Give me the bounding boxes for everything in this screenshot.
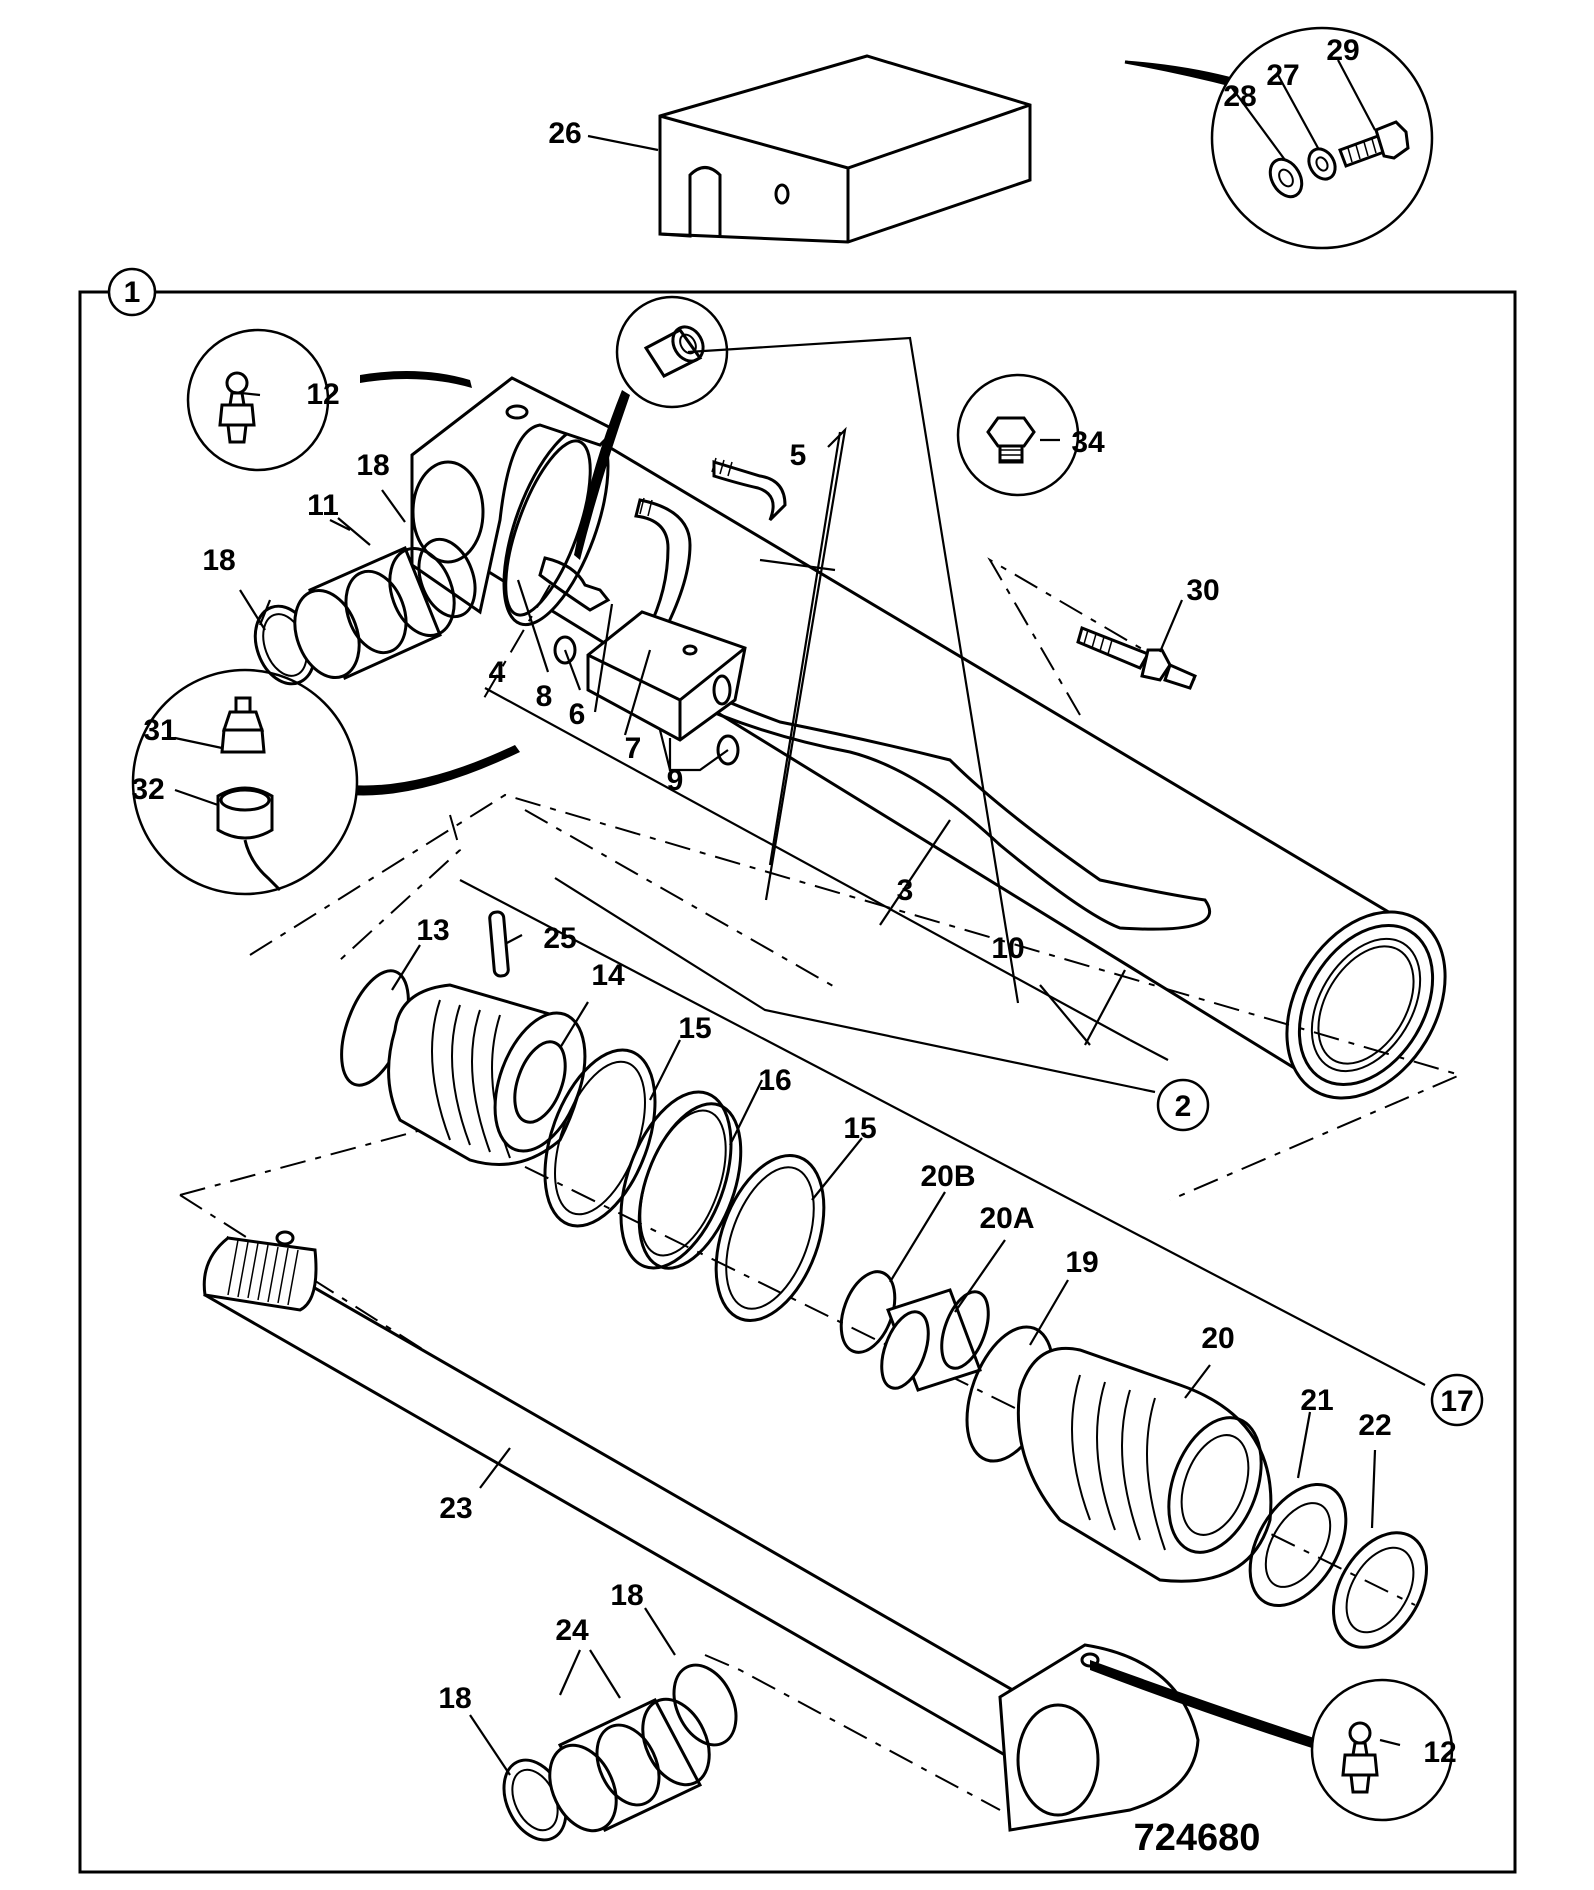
label-29: 29 <box>1326 34 1359 67</box>
label-11: 11 <box>307 489 339 522</box>
bushing-parts-18-24-rod <box>502 1663 738 1842</box>
label-30: 30 <box>1186 574 1219 607</box>
label-5: 5 <box>790 439 807 472</box>
label-24: 24 <box>555 1614 589 1647</box>
callout-circle-2 <box>1156 1078 1210 1132</box>
gland-assembly-parts <box>839 1270 1428 1649</box>
label-20A: 20A <box>979 1202 1034 1235</box>
valve-part-30 <box>1076 625 1197 690</box>
guard-cover-part <box>658 54 1032 244</box>
label-16: 16 <box>758 1064 791 1097</box>
label-9: 9 <box>667 764 684 797</box>
label-4: 4 <box>489 656 506 689</box>
plug-callout-34 <box>956 373 1080 497</box>
label-20: 20 <box>1201 1322 1234 1355</box>
label-19: 19 <box>1065 1246 1098 1279</box>
sensor-callout-31-32 <box>131 668 520 896</box>
label-14: 14 <box>591 959 625 992</box>
label-12-bottom: 12 <box>1423 1736 1456 1769</box>
label-25: 25 <box>543 922 576 955</box>
label-13: 13 <box>416 914 449 947</box>
label-21: 21 <box>1300 1384 1333 1417</box>
label-8: 8 <box>536 680 553 713</box>
grease-nipple-callout-top <box>186 328 472 472</box>
label-3: 3 <box>897 874 914 907</box>
label-6: 6 <box>569 698 586 731</box>
label-2: 2 <box>1175 1090 1192 1123</box>
label-18-c: 18 <box>610 1579 643 1612</box>
label-15-b: 15 <box>843 1112 876 1145</box>
label-20B: 20B <box>920 1160 975 1193</box>
label-15-a: 15 <box>678 1012 711 1045</box>
leader-lines <box>174 59 1426 1776</box>
grease-nipple-callout-bottom <box>1090 1660 1454 1822</box>
label-28: 28 <box>1223 80 1256 113</box>
label-23: 23 <box>439 1492 472 1525</box>
label-1: 1 <box>124 276 141 309</box>
label-31: 31 <box>143 714 176 747</box>
drawing-number: 724680 <box>1134 1817 1261 1859</box>
callout-circle-17 <box>1430 1373 1484 1427</box>
label-17: 17 <box>1440 1385 1473 1418</box>
piston-assembly-parts <box>340 910 826 1322</box>
label-26: 26 <box>548 117 581 150</box>
fitting-callout-top <box>574 295 729 560</box>
label-18-a: 18 <box>356 449 389 482</box>
label-12-top: 12 <box>306 378 339 411</box>
label-18-b: 18 <box>202 544 235 577</box>
assembly-frame <box>78 267 1517 1874</box>
part-labels: 1 2 17 3 4 5 6 7 8 9 10 11 12 12 13 14 1… <box>124 34 1484 1859</box>
label-7: 7 <box>625 732 642 765</box>
label-27: 27 <box>1266 59 1299 92</box>
label-32: 32 <box>131 773 164 806</box>
bushing-parts-11-18-head <box>253 537 477 686</box>
cylinder-barrel-part <box>410 376 1447 1100</box>
label-10: 10 <box>991 932 1024 965</box>
label-22: 22 <box>1358 1409 1391 1442</box>
label-34: 34 <box>1071 426 1105 459</box>
label-18-d: 18 <box>438 1682 471 1715</box>
bolt-washer-callout <box>1124 26 1434 250</box>
callout-circle-1 <box>107 267 157 317</box>
